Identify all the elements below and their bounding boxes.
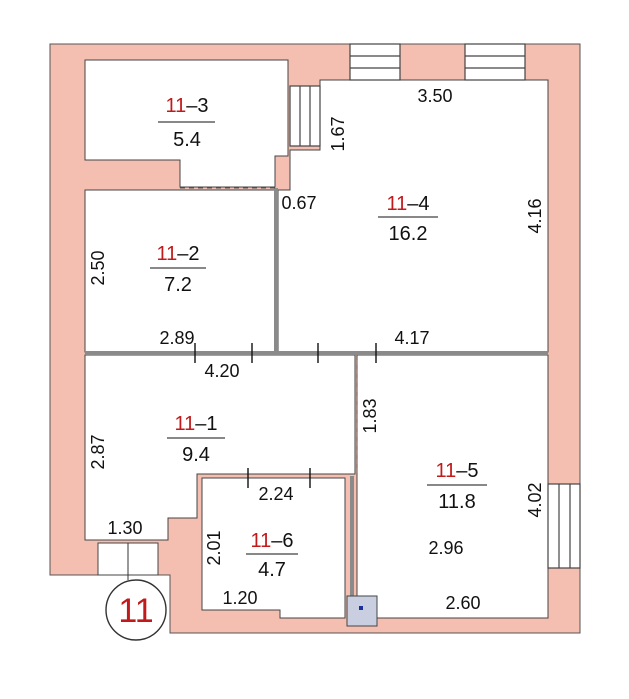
dashed-openings bbox=[180, 187, 358, 474]
unit-number: 11 bbox=[118, 592, 153, 630]
room-4-suffix: –4 bbox=[407, 193, 429, 215]
dim-2-50: 2.50 bbox=[88, 250, 108, 285]
svg-text:11–5: 11–5 bbox=[435, 460, 478, 482]
room-6-suffix: –6 bbox=[271, 530, 293, 552]
svg-text:11–4: 11–4 bbox=[386, 193, 429, 215]
dim-1-20: 1.20 bbox=[222, 588, 257, 608]
room-4-area: 16.2 bbox=[389, 223, 428, 245]
room-3-suffix: –3 bbox=[186, 95, 208, 117]
dim-2-60: 2.60 bbox=[445, 593, 480, 613]
room-6-floor bbox=[201, 477, 346, 619]
window-top-left bbox=[349, 43, 401, 81]
window-top-right bbox=[464, 43, 526, 81]
room-4-prefix: 11 bbox=[386, 193, 407, 215]
windows bbox=[289, 43, 581, 569]
room-label-2: 11–2 7.2 bbox=[150, 243, 206, 296]
svg-text:11–6: 11–6 bbox=[250, 530, 293, 552]
dim-2-24: 2.24 bbox=[258, 484, 293, 504]
utility-box bbox=[346, 595, 378, 627]
dim-3-50: 3.50 bbox=[417, 86, 452, 106]
dim-1-67: 1.67 bbox=[328, 116, 348, 151]
svg-text:11–2: 11–2 bbox=[156, 243, 199, 265]
room-6-prefix: 11 bbox=[250, 530, 271, 552]
room-1-floor bbox=[84, 354, 356, 541]
room-label-6: 11–6 4.7 bbox=[246, 530, 298, 581]
window-right-room-5 bbox=[547, 483, 581, 569]
room-3-area: 5.4 bbox=[173, 129, 201, 151]
dim-1-30: 1.30 bbox=[107, 518, 142, 538]
room-interiors bbox=[84, 59, 549, 619]
dim-2-87: 2.87 bbox=[88, 434, 108, 469]
dim-4-20: 4.20 bbox=[204, 361, 239, 381]
window-left-room-4 bbox=[289, 85, 321, 147]
dim-2-89: 2.89 bbox=[159, 328, 194, 348]
room-2-suffix: –2 bbox=[177, 243, 199, 265]
room-2-floor bbox=[84, 189, 276, 353]
dim-2-96: 2.96 bbox=[428, 538, 463, 558]
room-2-area: 7.2 bbox=[164, 274, 192, 296]
room-1-suffix: –1 bbox=[195, 413, 217, 435]
room-3-floor bbox=[84, 59, 289, 188]
room-5-suffix: –5 bbox=[456, 460, 478, 482]
svg-text:11–3: 11–3 bbox=[165, 95, 208, 117]
dim-1-83: 1.83 bbox=[360, 398, 380, 433]
room-1-prefix: 11 bbox=[174, 413, 195, 435]
room-1-area: 9.4 bbox=[182, 444, 210, 466]
dim-4-02: 4.02 bbox=[525, 482, 545, 517]
svg-text:11–1: 11–1 bbox=[174, 413, 217, 435]
room-3-prefix: 11 bbox=[165, 95, 186, 117]
dim-4-17: 4.17 bbox=[394, 328, 429, 348]
room-2-prefix: 11 bbox=[156, 243, 177, 265]
room-label-5: 11–5 11.8 bbox=[427, 460, 487, 513]
room-5-prefix: 11 bbox=[435, 460, 456, 482]
dim-2-01: 2.01 bbox=[204, 530, 224, 565]
room-5-floor bbox=[356, 354, 549, 619]
room-label-3: 11–3 5.4 bbox=[158, 95, 215, 151]
dimension-labels: 3.50 1.67 0.67 4.16 2.50 2.89 4.17 4.20 … bbox=[88, 86, 545, 613]
dim-4-16: 4.16 bbox=[525, 198, 545, 233]
room-label-1: 11–1 9.4 bbox=[167, 413, 225, 466]
room-label-4: 11–4 16.2 bbox=[378, 193, 438, 245]
room-6-area: 4.7 bbox=[258, 559, 286, 581]
unit-circle bbox=[105, 579, 167, 641]
door-ticks bbox=[194, 343, 377, 488]
dim-0-67: 0.67 bbox=[281, 193, 316, 213]
room-5-area: 11.8 bbox=[438, 491, 475, 513]
